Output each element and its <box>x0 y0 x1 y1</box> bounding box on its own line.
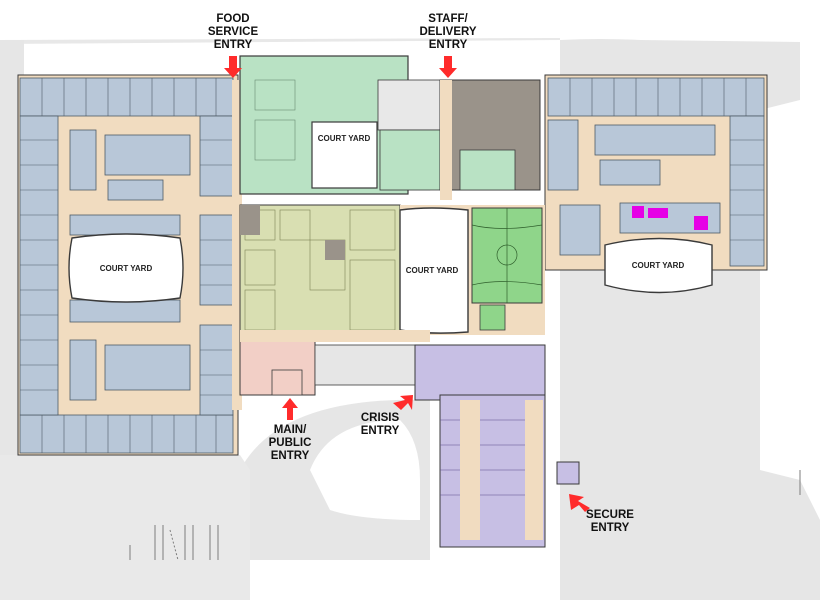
admin-block <box>239 204 401 341</box>
center-courtyard-block <box>399 205 545 335</box>
secure-unit <box>414 344 580 548</box>
secure-entry-label: SECURE ENTRY <box>586 509 634 534</box>
staff-delivery-entry-label: STAFF/ DELIVERY ENTRY <box>419 13 477 51</box>
courtyard-center-label: COURT YARD <box>406 266 459 275</box>
west-residential-wing <box>17 74 239 456</box>
east-residential-wing <box>544 74 768 294</box>
food-service-entry-label: FOOD SERVICE ENTRY <box>207 13 259 51</box>
crisis-arrow-icon <box>393 395 413 410</box>
public-lobby <box>239 330 430 396</box>
service-block <box>439 79 541 200</box>
main-corridor <box>232 80 242 410</box>
crisis-entry-label: CRISIS ENTRY <box>360 412 400 437</box>
dining-block <box>239 55 451 195</box>
food-service-arrow-icon <box>224 56 242 78</box>
staff-delivery-arrow-icon <box>439 56 457 78</box>
courtyard-east-label: COURT YARD <box>632 261 685 270</box>
courtyard-north-label: COURT YARD <box>318 134 371 143</box>
entry-arrows <box>224 56 590 512</box>
secure-arrow-icon <box>569 494 590 512</box>
main-public-entry-label: MAIN/ PUBLIC ENTRY <box>268 424 312 462</box>
courtyard-west-label: COURT YARD <box>100 264 153 273</box>
main-public-arrow-icon <box>282 398 298 420</box>
